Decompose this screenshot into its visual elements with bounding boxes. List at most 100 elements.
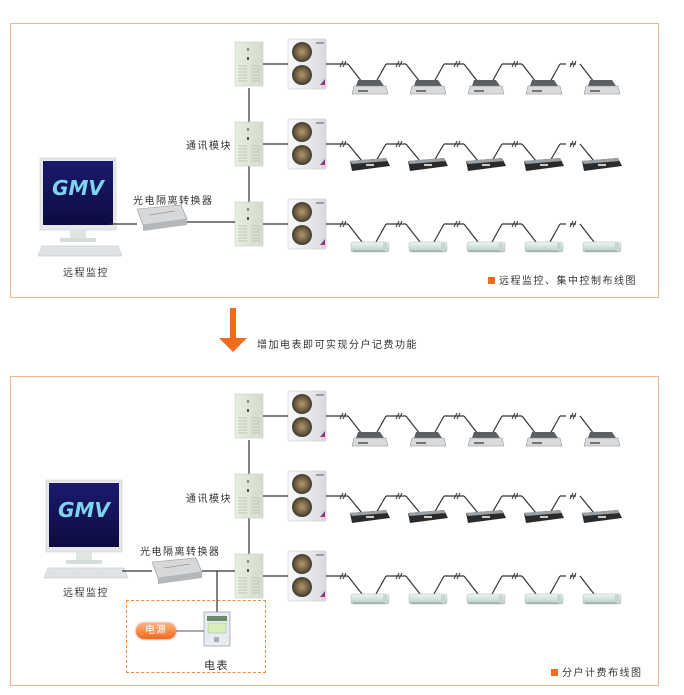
branch-line	[433, 143, 445, 162]
optical-isolation-converter-icon	[151, 557, 203, 584]
duct-indoor-unit-icon	[350, 510, 390, 523]
cable-break-mark-icon	[514, 572, 519, 580]
branch-line	[521, 415, 537, 435]
cable-break-mark-icon	[453, 60, 458, 68]
cable-break-mark-icon	[453, 572, 458, 580]
wall-mounted-indoor-unit-icon	[408, 241, 448, 253]
cassette-indoor-unit-icon	[525, 80, 563, 95]
duct-indoor-unit-icon	[466, 158, 506, 171]
cable-break-mark-icon	[342, 412, 347, 420]
branch-line	[579, 415, 595, 435]
outdoor-unit-icon	[287, 470, 327, 522]
branch-line	[433, 495, 445, 514]
branch-line	[405, 415, 421, 435]
cable-break-mark-icon	[569, 572, 574, 580]
branch-line	[347, 63, 363, 83]
cable-break-mark-icon	[514, 60, 519, 68]
cable-break-mark-icon	[398, 572, 403, 580]
cable-break-mark-icon	[395, 572, 400, 580]
branch-line	[521, 495, 537, 514]
branch-line	[347, 575, 363, 595]
duct-indoor-unit-icon	[524, 158, 564, 171]
duct-indoor-unit-icon	[408, 158, 448, 171]
cable-break-mark-icon	[398, 492, 403, 500]
cassette-indoor-unit-icon	[525, 432, 563, 447]
branch-line	[491, 495, 503, 514]
cable-break-mark-icon	[569, 220, 574, 228]
cassette-indoor-unit-icon	[583, 80, 621, 95]
bottom-legend: 分户计费布线图	[551, 664, 643, 679]
remote-monitor-label: 远程监控	[63, 268, 109, 279]
branch-line	[375, 575, 387, 595]
comm-module-cabinet-icon	[234, 473, 264, 519]
cable-break-mark-icon	[398, 220, 403, 228]
branch-line	[491, 415, 503, 435]
cable-break-mark-icon	[511, 572, 516, 580]
cable-break-mark-icon	[339, 412, 344, 420]
branch-line	[491, 223, 503, 243]
wall-mounted-indoor-unit-icon	[466, 241, 506, 253]
cassette-indoor-unit-icon	[467, 432, 505, 447]
optical-isolation-converter-icon	[136, 204, 188, 231]
cable-break-mark-icon	[453, 140, 458, 148]
cable-break-mark-icon	[398, 140, 403, 148]
outdoor-unit-icon	[287, 118, 327, 170]
branch-line	[463, 495, 479, 514]
duct-indoor-unit-icon	[466, 510, 506, 523]
down-arrow-icon	[230, 308, 236, 342]
branch-line	[491, 575, 503, 595]
branch-line	[347, 143, 363, 162]
cable-break-mark-icon	[511, 140, 516, 148]
down-arrow-head-icon	[219, 338, 247, 352]
branch-line	[375, 63, 387, 83]
branch-line	[549, 223, 561, 243]
power-source-badge: 电源	[136, 623, 176, 639]
branch-line	[405, 223, 421, 243]
cassette-indoor-unit-icon	[351, 80, 389, 95]
comm-module-cabinet-icon	[234, 393, 264, 439]
cassette-indoor-unit-icon	[351, 432, 389, 447]
branch-line	[433, 575, 445, 595]
branch-line	[405, 143, 421, 162]
branch-line	[579, 63, 595, 83]
branch-line	[375, 495, 387, 514]
wall-mounted-indoor-unit-icon	[350, 241, 390, 253]
cable-break-mark-icon	[514, 492, 519, 500]
wall-mounted-indoor-unit-icon	[582, 241, 622, 253]
cable-break-mark-icon	[395, 220, 400, 228]
cable-break-mark-icon	[572, 572, 577, 580]
cable-break-mark-icon	[453, 412, 458, 420]
electric-meter-icon	[203, 611, 231, 647]
legend-marker-icon	[488, 277, 495, 284]
cable-break-mark-icon	[456, 412, 461, 420]
cable-break-mark-icon	[514, 220, 519, 228]
cable-break-mark-icon	[572, 412, 577, 420]
cable-break-mark-icon	[395, 412, 400, 420]
branch-line	[521, 223, 537, 243]
duct-indoor-unit-icon	[350, 158, 390, 171]
cable-break-mark-icon	[453, 220, 458, 228]
gmv-logo: GMV	[58, 498, 111, 522]
branch-line	[405, 575, 421, 595]
branch-line	[549, 415, 561, 435]
branch-line	[433, 63, 445, 83]
cassette-indoor-unit-icon	[467, 80, 505, 95]
outdoor-unit-icon	[287, 38, 327, 90]
cable-break-mark-icon	[514, 412, 519, 420]
cable-break-mark-icon	[456, 572, 461, 580]
cable-break-mark-icon	[342, 220, 347, 228]
branch-line	[463, 223, 479, 243]
cable-break-mark-icon	[453, 492, 458, 500]
remote-monitor-computer-icon: GMV	[43, 479, 129, 579]
cable-break-mark-icon	[456, 220, 461, 228]
outdoor-unit-icon	[287, 198, 327, 250]
branch-line	[491, 63, 503, 83]
comm-module-label: 通讯模块	[186, 141, 232, 152]
cable-break-mark-icon	[339, 572, 344, 580]
cable-break-mark-icon	[456, 60, 461, 68]
wall-mounted-indoor-unit-icon	[350, 593, 390, 605]
cable-break-mark-icon	[569, 140, 574, 148]
comm-module-cabinet-icon	[234, 41, 264, 87]
cable-break-mark-icon	[339, 492, 344, 500]
